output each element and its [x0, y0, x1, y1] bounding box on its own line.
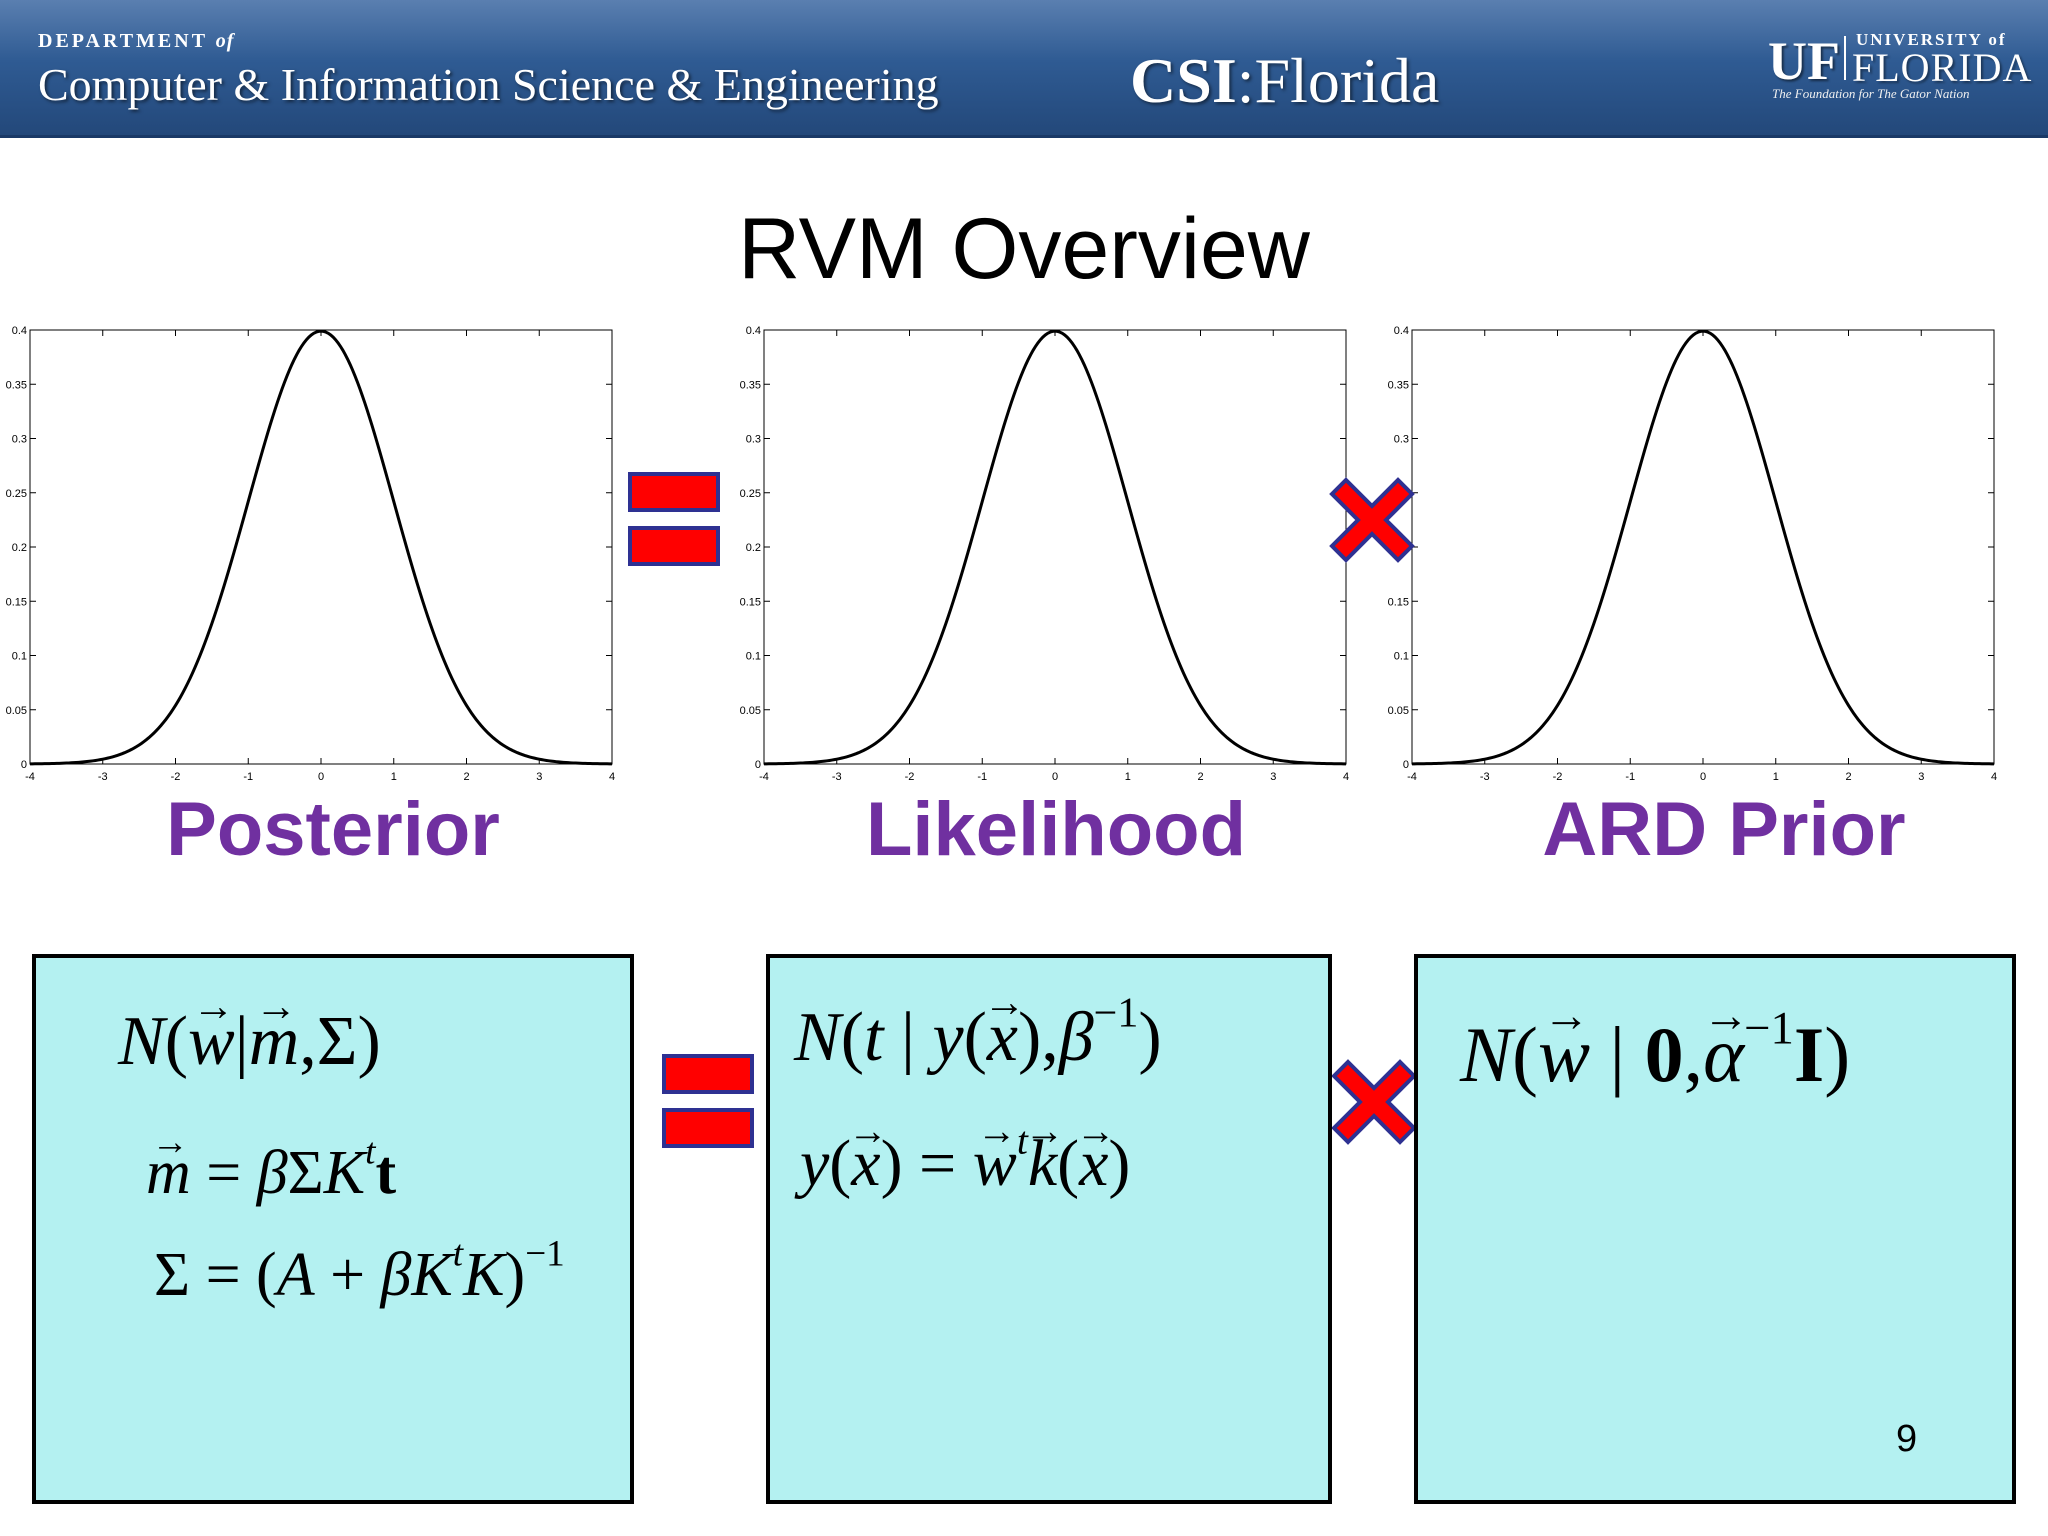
y-tick-label: 0: [755, 759, 761, 771]
x-tick-label: 3: [1270, 771, 1276, 783]
likelihood-label: Likelihood: [866, 787, 1246, 872]
posterior-chart: -4 -3 -2 -1 0 1 2 3 4 0 0.05 0.1 0.15 0.2 0.25 0.3 0.35 0…: [0, 320, 640, 790]
prior-distribution: N(w | 0,α−1I): [1460, 1005, 1850, 1100]
y-tick-label: 0.25: [6, 488, 27, 500]
y-tick-label: 0.05: [6, 705, 27, 717]
x-tick-label: 2: [463, 771, 469, 783]
posterior-covariance-formula: Σ = (A + βKtK)−1: [154, 1233, 565, 1309]
x-tick-label: 0: [1052, 771, 1058, 783]
y-tick-label: 0.15: [740, 596, 761, 608]
y-tick-label: 0.3: [746, 434, 761, 446]
prior-formula-box: N(w | 0,α−1I): [1414, 954, 2016, 1504]
likelihood-model-formula: y(x) = wtk(x): [800, 1121, 1130, 1202]
posterior-mean-formula: m = βΣKtt: [146, 1133, 396, 1209]
y-tick-label: 0.15: [1388, 596, 1409, 608]
department-name: Computer & Information Science & Enginee…: [38, 59, 939, 110]
department-label: DEPARTMENT of: [38, 30, 235, 52]
times-icon: [1331, 1059, 1417, 1145]
x-tick-label: -4: [1407, 771, 1417, 783]
equals-bar-top: [628, 472, 720, 512]
y-tick-label: 0.4: [12, 325, 27, 337]
x-tick-label: -3: [1480, 771, 1490, 783]
x-tick-label: 3: [1918, 771, 1924, 783]
gaussian-curve: [29, 329, 613, 766]
posterior-distribution: N(w|m,Σ): [118, 1002, 381, 1082]
ard-prior-chart: -4-3-2-10123400.050.10.150.20.250.30.350…: [1382, 320, 2022, 790]
x-tick-label: -2: [171, 771, 181, 783]
x-tick-label: 2: [1197, 771, 1203, 783]
y-tick-label: 0.3: [1394, 434, 1409, 446]
uf-university-text: UNIVERSITY of: [1856, 30, 2007, 49]
likelihood-distribution: N(t | y(x),β−1): [794, 992, 1162, 1078]
x-tick-label: -4: [759, 771, 769, 783]
y-tick-label: 0: [1403, 759, 1409, 771]
header-banner: DEPARTMENT of Computer & Information Sci…: [0, 0, 2048, 138]
x-tick-label: 4: [609, 771, 615, 783]
x-tick-label: 4: [1343, 771, 1349, 783]
y-tick-label: 0.4: [1394, 325, 1409, 337]
csi-florida-logo: CSI:Florida: [1130, 45, 1440, 116]
y-tick-label: 0.05: [740, 705, 761, 717]
posterior-label: Posterior: [166, 787, 500, 872]
uf-tagline: The Foundation for The Gator Nation: [1772, 86, 1970, 101]
uf-logo-divider: [1844, 36, 1846, 80]
y-tick-label: 0.1: [12, 651, 27, 663]
x-tick-label: 3: [536, 771, 542, 783]
x-tick-label: -3: [832, 771, 842, 783]
chart-svg: -4 -3 -2 -1 0 1 2 3 4 0 0.05 0.1 0.15 0.2 0.25 0.3 0.35 0…: [6, 325, 615, 783]
chart-svg: -4-3-2-10123400.050.10.150.20.250.30.350…: [1388, 325, 1997, 783]
y-tick-label: 0.1: [746, 651, 761, 663]
times-operator-top: [1328, 476, 1416, 569]
equals-bar-bottom: [628, 526, 720, 566]
x-tick-label: 1: [391, 771, 397, 783]
chart-svg: -4 -3 -2 -1 0 1 2 3 4 0 0.05 0.1 0.15 0.2 0.25 0.3 0.35 0…: [740, 325, 1349, 783]
y-tick-label: 0.35: [6, 379, 27, 391]
x-tick-label: -2: [905, 771, 915, 783]
plot-frame: [1411, 329, 1995, 765]
x-tick-label: -3: [98, 771, 108, 783]
gaussian-curve: [763, 329, 1347, 766]
x-tick-label: 2: [1845, 771, 1851, 783]
slide-title: RVM Overview: [738, 201, 1310, 297]
x-tick-label: 1: [1125, 771, 1131, 783]
x-tick-label: -2: [1553, 771, 1563, 783]
x-tick-label: -4: [25, 771, 35, 783]
x-tick-label: 0: [1700, 771, 1706, 783]
page-number: 9: [1896, 1418, 1918, 1460]
likelihood-chart: -4 -3 -2 -1 0 1 2 3 4 0 0.05 0.1 0.15 0.2 0.25 0.3 0.35 0…: [734, 320, 1374, 790]
plot-frame: [763, 329, 1347, 765]
times-icon: [1329, 477, 1415, 563]
uf-logo: UF UNIVERSITY of FLORIDA The Foundation …: [1768, 28, 2031, 108]
y-tick-label: 0.4: [746, 325, 761, 337]
x-tick-label: -1: [1625, 771, 1635, 783]
equals-bar-top: [662, 1054, 754, 1094]
y-tick-label: 0.1: [1394, 651, 1409, 663]
times-operator-bottom: [1330, 1058, 1418, 1151]
x-tick-label: 4: [1991, 771, 1997, 783]
y-tick-label: 0.05: [1388, 705, 1409, 717]
y-tick-label: 0.25: [740, 488, 761, 500]
y-tick-label: 0.35: [740, 379, 761, 391]
uf-mark: UF: [1768, 31, 1840, 91]
uf-florida-text: FLORIDA: [1852, 45, 2033, 90]
equals-bar-bottom: [662, 1108, 754, 1148]
x-tick-label: 0: [318, 771, 324, 783]
y-tick-label: 0.2: [746, 542, 761, 554]
y-tick-label: 0.15: [6, 596, 27, 608]
x-tick-label: -1: [243, 771, 253, 783]
x-tick-label: 1: [1773, 771, 1779, 783]
plot-frame: [29, 329, 613, 765]
posterior-formula-box: N(w|m,Σ) m = βΣKtt Σ = (A + βKtK)−1: [32, 954, 634, 1504]
x-tick-label: -1: [977, 771, 987, 783]
likelihood-formula-box: N(t | y(x),β−1) y(x) = wtk(x): [766, 954, 1332, 1504]
y-tick-label: 0.2: [12, 542, 27, 554]
y-tick-label: 0.35: [1388, 379, 1409, 391]
y-tick-label: 0: [21, 759, 27, 771]
ard-prior-label: ARD Prior: [1542, 787, 1906, 872]
y-tick-label: 0.3: [12, 434, 27, 446]
gaussian-curve: [1411, 329, 1995, 766]
